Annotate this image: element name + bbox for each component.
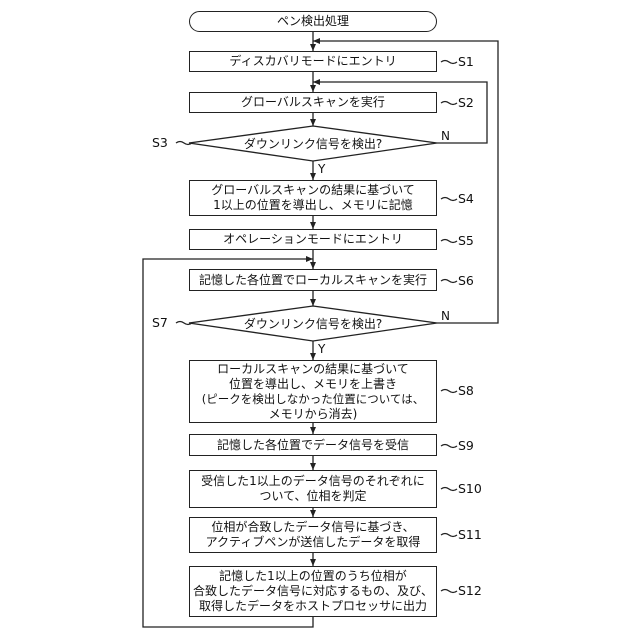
s10-line-1: 受信した1以上のデータ信号のそれぞれに <box>201 474 425 489</box>
step-id-s6: S6 <box>458 273 474 288</box>
process-s11: 位相が合致したデータ信号に基づき、 アクティブペンが送信したデータを取得 <box>189 517 437 553</box>
s8-line-3: (ピークを検出しなかった位置については、 <box>202 392 424 407</box>
s4-line-2: 1以上の位置を導出し、メモリに記憶 <box>211 198 415 213</box>
start-terminal: ペン検出処理 <box>189 11 437 32</box>
tilde-s9 <box>441 445 457 448</box>
s3-line-1: ダウンリンク信号を検出? <box>244 135 382 152</box>
decision-s7-text: ダウンリンク信号を検出? <box>189 314 437 332</box>
s3-no-label: N <box>441 129 450 143</box>
s8-line-4: メモリから消去) <box>202 407 424 422</box>
s8-line-2: 位置を導出し、メモリを上書き <box>202 377 424 392</box>
s5-line-1: オペレーションモードにエントリ <box>223 232 403 247</box>
process-s6: 記憶した各位置でローカルスキャンを実行 <box>189 269 437 291</box>
tilde-s10 <box>441 488 457 491</box>
process-s12: 記憶した1以上の位置のうち位相が 合致したデータ信号に対応するもの、及び、 取得… <box>189 566 437 617</box>
step-id-s5: S5 <box>458 233 474 248</box>
s2-line-1: グローバルスキャンを実行 <box>241 95 385 110</box>
process-s1: ディスカバリモードにエントリ <box>189 51 437 72</box>
s11-line-1: 位相が合致したデータ信号に基づき、 <box>206 520 421 535</box>
step-id-s7: S7 <box>152 315 168 330</box>
process-s9: 記憶した各位置でデータ信号を受信 <box>189 434 437 456</box>
step-id-s1: S1 <box>458 54 474 69</box>
tilde-s8 <box>441 390 457 393</box>
tilde-s2 <box>441 102 457 105</box>
step-id-s9: S9 <box>458 438 474 453</box>
step-id-s10: S10 <box>458 481 482 496</box>
step-id-s4: S4 <box>458 191 474 206</box>
tilde-s4 <box>441 198 457 201</box>
s3-yes-label: Y <box>318 162 325 176</box>
s7-line-1: ダウンリンク信号を検出? <box>244 315 382 332</box>
process-s8: ローカルスキャンの結果に基づいて 位置を導出し、メモリを上書き (ピークを検出し… <box>189 360 437 423</box>
decision-s3-text: ダウンリンク信号を検出? <box>189 134 437 152</box>
s12-line-2: 合致したデータ信号に対応するもの、及び、 <box>193 584 433 599</box>
step-id-s8: S8 <box>458 383 474 398</box>
start-label: ペン検出処理 <box>277 14 349 29</box>
s6-line-1: 記憶した各位置でローカルスキャンを実行 <box>199 273 427 288</box>
s4-line-1: グローバルスキャンの結果に基づいて <box>211 183 415 198</box>
process-s10: 受信した1以上のデータ信号のそれぞれに ついて、位相を判定 <box>189 470 437 508</box>
step-id-s12: S12 <box>458 583 482 598</box>
s8-line-1: ローカルスキャンの結果に基づいて <box>202 362 424 377</box>
s9-line-1: 記憶した各位置でデータ信号を受信 <box>217 438 409 453</box>
process-s2: グローバルスキャンを実行 <box>189 92 437 113</box>
s7-yes-label: Y <box>318 342 325 356</box>
step-id-s2: S2 <box>458 95 474 110</box>
s12-line-3: 取得したデータをホストプロセッサに出力 <box>193 599 433 614</box>
s1-line-1: ディスカバリモードにエントリ <box>229 54 396 69</box>
process-s4: グローバルスキャンの結果に基づいて 1以上の位置を導出し、メモリに記憶 <box>189 180 437 216</box>
tilde-s6 <box>441 280 457 283</box>
step-id-s11: S11 <box>458 527 482 542</box>
step-id-s3: S3 <box>152 135 168 150</box>
s7-no-label: N <box>441 309 450 323</box>
tilde-s1 <box>441 61 457 64</box>
tilde-s12 <box>441 590 457 593</box>
tilde-s11 <box>441 534 457 537</box>
process-s5: オペレーションモードにエントリ <box>189 229 437 250</box>
s12-line-1: 記憶した1以上の位置のうち位相が <box>193 569 433 584</box>
tilde-s5 <box>441 240 457 243</box>
s11-line-2: アクティブペンが送信したデータを取得 <box>206 535 421 550</box>
s10-line-2: ついて、位相を判定 <box>201 489 425 504</box>
